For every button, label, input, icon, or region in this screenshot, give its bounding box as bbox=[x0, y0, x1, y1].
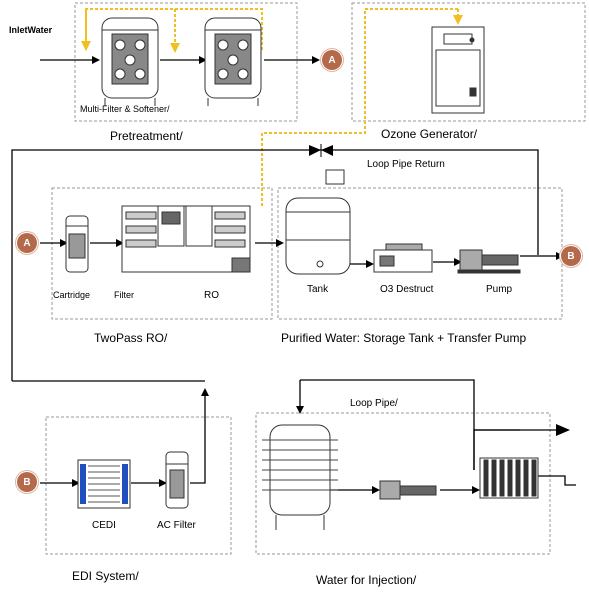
ozone-generator-cabinet bbox=[431, 26, 485, 114]
pretreatment-caption: Pretreatment/ bbox=[110, 129, 183, 143]
wfi-section bbox=[255, 412, 551, 555]
heat-exchanger bbox=[479, 457, 539, 499]
purified-section bbox=[277, 187, 563, 320]
ro-section bbox=[51, 187, 273, 320]
filter-label: Filter bbox=[114, 290, 134, 300]
check-valve bbox=[309, 144, 333, 157]
pretreatment-section bbox=[74, 2, 298, 122]
softener-vessel bbox=[204, 17, 262, 106]
inlet-water-label: InletWater bbox=[9, 25, 53, 35]
wfi-pump bbox=[379, 480, 437, 500]
transfer-pump bbox=[457, 249, 521, 274]
cedi-module bbox=[77, 459, 131, 509]
cartridge-filter bbox=[65, 215, 89, 273]
pump-label: Pump bbox=[486, 284, 513, 295]
loop-pipe-label: Loop Pipe/ bbox=[350, 398, 398, 409]
ac-filter-vessel bbox=[165, 451, 189, 509]
tank-label: Tank bbox=[307, 284, 329, 295]
purified-caption: Purified Water: Storage Tank + Transfer … bbox=[281, 331, 527, 345]
ro-skid bbox=[121, 205, 251, 273]
cartridge-label: Cartridge bbox=[53, 290, 91, 300]
multi-filter-label: Multi-Filter & Softener/ bbox=[80, 104, 170, 114]
wfi-tank bbox=[262, 424, 338, 530]
wfi-caption: Water for Injection/ bbox=[316, 573, 417, 587]
ac-filter-label: AC Filter bbox=[157, 520, 196, 531]
ozone-feed-lines bbox=[81, 8, 463, 206]
o3-destruct-label: O3 Destruct bbox=[380, 284, 434, 295]
cedi-label: CEDI bbox=[92, 520, 116, 531]
ozone-caption: Ozone Generator/ bbox=[381, 127, 478, 141]
ozone-section bbox=[351, 2, 586, 122]
ro-caption: TwoPass RO/ bbox=[94, 331, 168, 345]
connector-b-in: B bbox=[17, 472, 37, 492]
connector-b-out: B bbox=[561, 246, 581, 266]
storage-tank bbox=[285, 169, 351, 275]
ro-label: RO bbox=[204, 290, 219, 301]
connector-a-out: A bbox=[322, 50, 342, 70]
multi-filter-vessel bbox=[101, 17, 159, 106]
edi-section bbox=[45, 416, 232, 555]
flow-lines bbox=[11, 56, 576, 494]
loop-return-label: Loop Pipe Return bbox=[367, 159, 445, 170]
edi-caption: EDI System/ bbox=[72, 569, 139, 583]
o3-destruct-unit bbox=[373, 243, 433, 273]
connector-a-in: A bbox=[17, 233, 37, 253]
